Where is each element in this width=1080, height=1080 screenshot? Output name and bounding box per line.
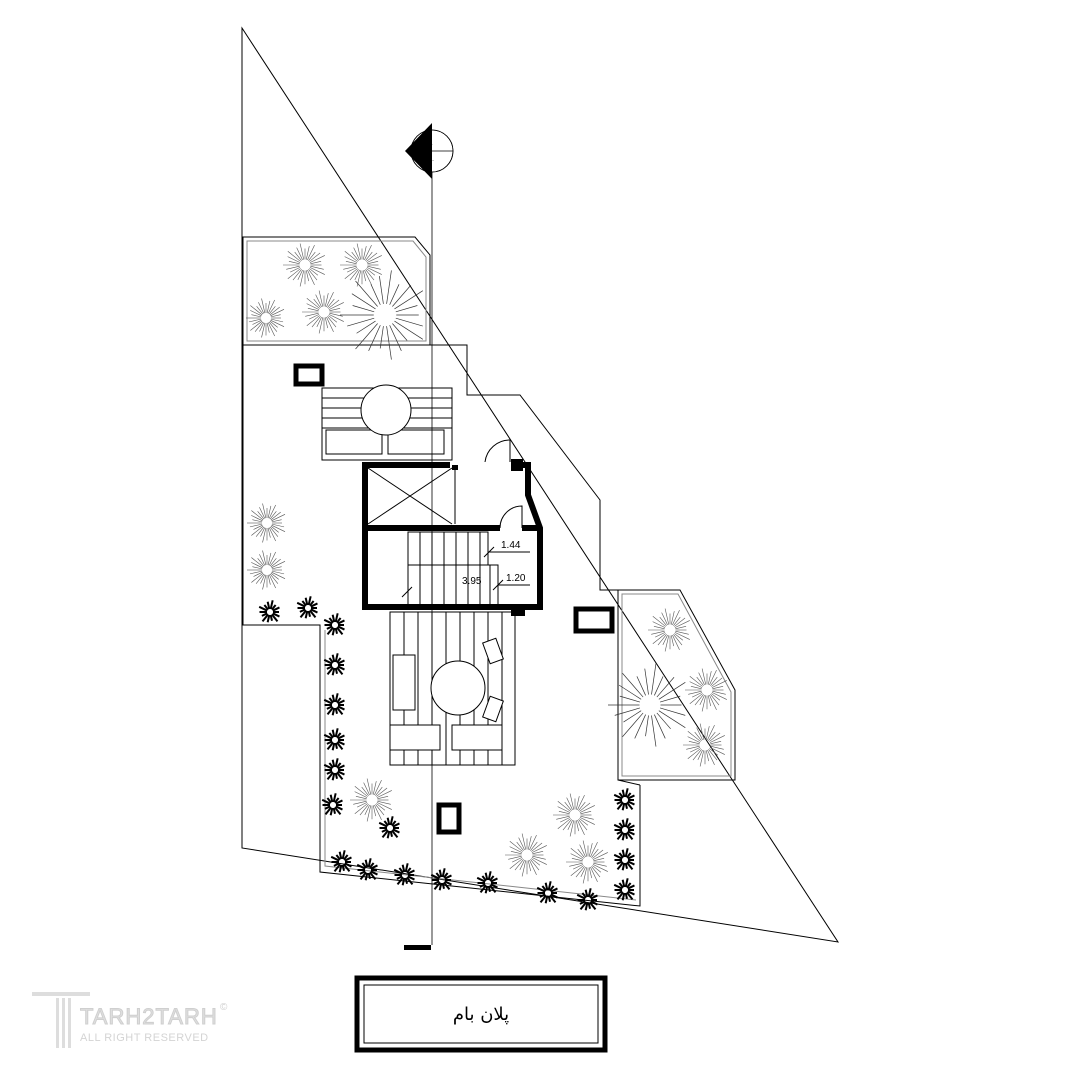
watermark-rights: ALL RIGHT RESERVED (80, 1032, 209, 1044)
door-swing (484, 439, 511, 463)
shrub-symbol (613, 878, 635, 901)
elevator-shaft (367, 467, 456, 525)
roof-outline (243, 344, 618, 591)
shrub-symbol (613, 848, 635, 871)
shrub-symbol (576, 888, 598, 911)
shrub-symbol (296, 596, 318, 619)
vent-box (436, 802, 462, 835)
tree-symbol (566, 840, 608, 884)
shrub-symbol (476, 871, 498, 894)
watermark-logo: TARH2TARH ALL RIGHT RESERVED © (30, 990, 230, 1050)
garden-planter-top (242, 236, 431, 346)
tree-symbol (685, 668, 727, 712)
shrub-symbol (323, 693, 345, 716)
large-tree-symbol (340, 270, 424, 360)
watermark-brand: TARH2TARH (80, 1004, 218, 1030)
shrub-symbol (258, 600, 280, 623)
garden-planter-right (617, 589, 736, 781)
tree-symbol (683, 723, 725, 767)
svg-text:---: --- (430, 157, 435, 162)
tree-symbol (505, 833, 547, 877)
shrub-symbol (321, 793, 343, 816)
seating-area-upper (321, 384, 453, 461)
tree-symbol (340, 243, 382, 287)
vent-box (293, 363, 325, 387)
shrub-symbol (323, 613, 345, 636)
tree-symbol (283, 243, 325, 287)
tree-symbol (648, 608, 690, 652)
shrub-symbol (430, 868, 452, 891)
section-end-marker (404, 945, 431, 950)
vent-box (573, 606, 615, 634)
tree-symbol (247, 550, 286, 590)
shrub-symbol (613, 818, 635, 841)
door-swing (499, 505, 523, 529)
shrub-symbol (323, 728, 345, 751)
shrub-symbol (613, 788, 635, 811)
shrub-symbol (323, 758, 345, 781)
tree-symbol (350, 778, 392, 822)
section-marker: - --- (405, 123, 454, 179)
shrub-symbol (330, 850, 352, 873)
shrub-symbol (536, 881, 558, 904)
drawing-title: پلان بام (453, 1004, 509, 1025)
tree-symbol (247, 503, 286, 543)
large-tree-symbol (608, 663, 686, 747)
tree-symbol (553, 793, 595, 837)
site-boundary (241, 26, 840, 943)
copyright-icon: © (220, 1002, 228, 1013)
shrub-symbol (323, 653, 345, 676)
stair-core (362, 462, 543, 610)
shrub-symbol (378, 816, 400, 839)
dimension-label: 1.20 (506, 573, 526, 584)
svg-text:-: - (431, 141, 433, 146)
title-box: پلان بام (354, 975, 608, 1053)
dimension-label: 3.95 (462, 576, 482, 587)
dimension-label: 1.44 (501, 540, 521, 551)
shrub-symbol (393, 863, 415, 886)
tree-symbol (246, 298, 285, 338)
shrub-symbol (356, 858, 378, 881)
tree-symbol (302, 290, 344, 334)
seating-area-lower (389, 611, 516, 766)
